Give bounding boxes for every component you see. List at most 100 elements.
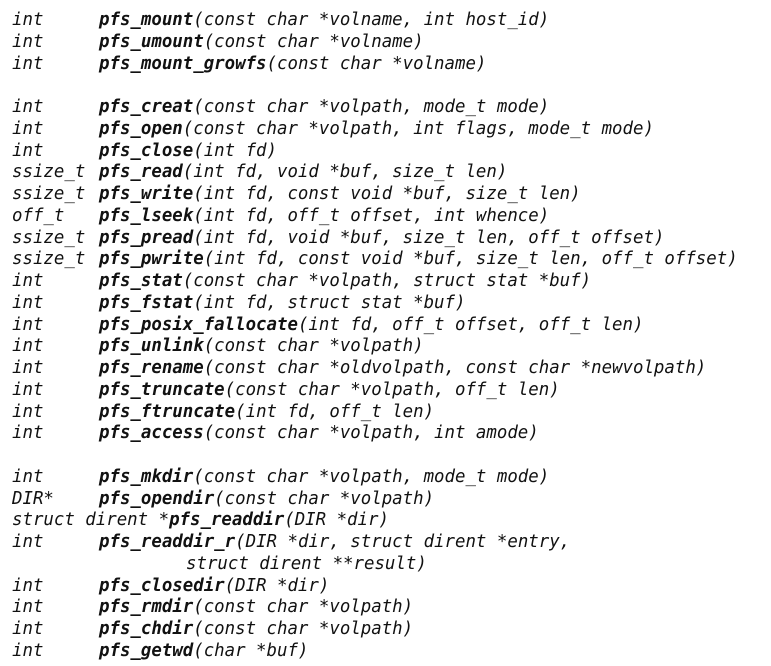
function-name: pfs_mount (99, 10, 194, 30)
function-name: pfs_fstat (99, 292, 194, 313)
function-signature: int pfs_mount_growfs(const char *volname) (12, 54, 771, 76)
function-signature: ssize_t pfs_write(int fd, const void *buf… (12, 184, 771, 206)
function-parameters: (const char *volpath, int flags, mode_t … (182, 118, 654, 139)
return-type: int (12, 575, 44, 596)
function-name: pfs_write (99, 184, 194, 204)
function-signature: int pfs_truncate(const char *volpath, off… (12, 380, 771, 402)
function-parameters-continuation: struct dirent **result) (186, 553, 427, 574)
return-type: int (12, 31, 44, 52)
function-parameters: (DIR *dir) (224, 575, 330, 596)
function-name: pfs_access (99, 423, 204, 444)
return-type: int (12, 532, 44, 552)
function-name: pfs_umount (99, 31, 204, 52)
function-parameters: (const char *volpath, off_t len) (224, 379, 560, 400)
function-parameters: (const char *volpath) (203, 336, 424, 357)
function-parameters: (const char *volname) (203, 31, 424, 52)
function-signature: int pfs_access(const char *volpath, int a… (12, 423, 771, 445)
function-name: pfs_lseek (99, 205, 194, 226)
function-name: pfs_stat (99, 271, 183, 291)
return-type: ssize_t (12, 162, 86, 183)
return-type: int (12, 619, 44, 639)
function-signature: int pfs_getwd(char *buf) (12, 641, 771, 663)
group-separator (12, 445, 771, 467)
function-name: pfs_getwd (99, 640, 194, 661)
function-parameters: (int fd, off_t offset, int whence) (193, 205, 550, 226)
function-name: pfs_mount_growfs (99, 53, 267, 74)
function-parameters: (const char *volpath, struct stat *buf) (182, 271, 592, 291)
return-type: int (12, 466, 44, 487)
function-name: pfs_rmdir (99, 597, 194, 618)
function-name: pfs_closedir (99, 575, 225, 596)
return-type: int (12, 97, 44, 117)
function-parameters: (DIR *dir, struct dirent *entry, (235, 532, 571, 552)
function-signature: int pfs_creat(const char *volpath, mode_t… (12, 97, 771, 119)
return-type: struct dirent * (12, 510, 170, 531)
function-name: pfs_pread (99, 227, 194, 248)
function-name: pfs_opendir (99, 488, 215, 509)
function-signature: struct dirent *pfs_readdir(DIR *dir) (12, 510, 771, 532)
function-signature: int pfs_close(int fd) (12, 141, 771, 163)
function-parameters: (int fd, const void *buf, size_t len, of… (203, 249, 738, 270)
return-type: int (12, 314, 44, 335)
function-signature: int pfs_umount(const char *volname) (12, 32, 771, 54)
function-name: pfs_ftruncate (99, 401, 236, 422)
function-name: pfs_rename (99, 358, 204, 378)
function-name: pfs_close (99, 140, 194, 161)
return-type: int (12, 140, 44, 161)
function-parameters: (int fd, void *buf, size_t len, off_t of… (193, 227, 665, 248)
return-type: int (12, 292, 44, 313)
function-parameters: (const char *volpath) (193, 597, 414, 618)
return-type: int (12, 379, 44, 400)
function-signature: int pfs_mount(const char *volname, int ho… (12, 10, 771, 32)
return-type: int (12, 271, 44, 291)
function-parameters: (int fd) (193, 140, 277, 161)
return-type: int (12, 53, 44, 74)
return-type: int (12, 358, 44, 378)
api-function-listing: int pfs_mount(const char *volname, int ho… (12, 10, 771, 663)
function-parameters: (char *buf) (193, 640, 309, 661)
function-parameters: (const char *volpath, mode_t mode) (193, 97, 550, 117)
function-signature: off_t pfs_lseek(int fd, off_t offset, int… (12, 206, 771, 228)
function-parameters: (const char *volpath, int amode) (203, 423, 539, 444)
function-parameters: (int fd, void *buf, size_t len) (182, 162, 508, 183)
function-parameters: (const char *volname, int host_id) (193, 10, 550, 30)
function-name: pfs_creat (99, 97, 194, 117)
function-name: pfs_pwrite (99, 249, 204, 270)
return-type: DIR* (12, 488, 54, 509)
return-type: int (12, 118, 44, 139)
function-parameters: (const char *volpath, mode_t mode) (193, 466, 550, 487)
function-parameters: (int fd, const void *buf, size_t len) (193, 184, 581, 204)
function-parameters: (int fd, struct stat *buf) (193, 292, 466, 313)
function-name: pfs_readdir_r (99, 532, 236, 552)
function-signature: int pfs_closedir(DIR *dir) (12, 576, 771, 598)
function-signature: DIR*pfs_opendir(const char *volpath) (12, 489, 771, 511)
function-parameters: (const char *volname) (266, 53, 487, 74)
function-signature: int pfs_readdir_r(DIR *dir, struct dirent… (12, 532, 771, 554)
return-type: int (12, 597, 44, 618)
function-signature: int pfs_rmdir(const char *volpath) (12, 597, 771, 619)
return-type: int (12, 423, 44, 444)
function-name: pfs_readdir (169, 510, 285, 531)
function-parameters: (int fd, off_t len) (235, 401, 435, 422)
return-type: int (12, 640, 44, 661)
function-signature: int pfs_stat(const char *volpath, struct … (12, 271, 771, 293)
return-type: off_t (12, 205, 65, 226)
return-type: int (12, 336, 44, 357)
function-name: pfs_chdir (99, 619, 194, 639)
function-parameters: (const char *volpath) (193, 619, 414, 639)
function-parameters: (const char *oldvolpath, const char *new… (203, 358, 707, 378)
function-name: pfs_truncate (99, 379, 225, 400)
return-type: int (12, 10, 44, 30)
group-separator (12, 75, 771, 97)
function-parameters: (int fd, off_t offset, off_t len) (297, 314, 644, 335)
function-signature: int pfs_rename(const char *oldvolpath, co… (12, 358, 771, 380)
function-signature: int pfs_fstat(int fd, struct stat *buf) (12, 293, 771, 315)
return-type: ssize_t (12, 184, 86, 204)
